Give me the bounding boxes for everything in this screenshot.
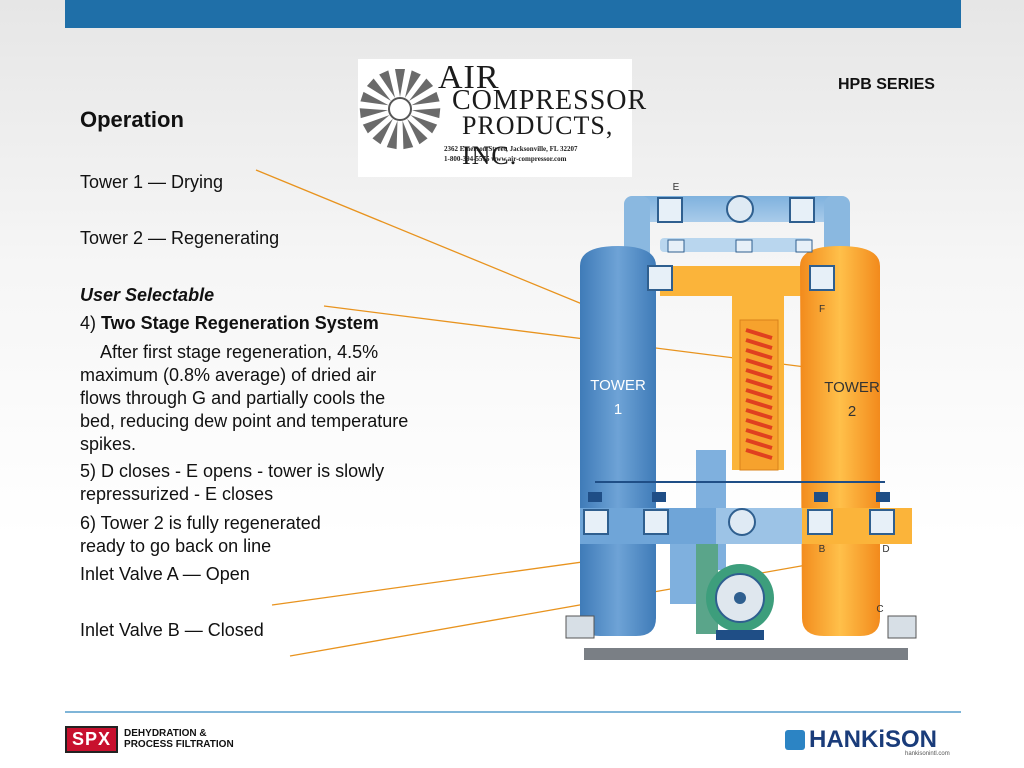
footer-divider [65,711,961,713]
valve-d [869,509,895,535]
valve-small-1 [667,239,685,253]
skid-base [584,648,908,660]
flow-rotor-top [726,195,754,223]
spx-tagline-1: DEHYDRATION & [124,728,207,739]
tower1-label-line2: 1 [614,401,622,418]
valve-e-top-left [657,197,683,223]
tower2-label-line1: TOWER [824,379,880,396]
inlet-valve-a-status: Inlet Valve A — Open [80,564,250,584]
logo-contact: 1-800-394-5575 www.air-compressor.com [444,155,567,163]
valve-a-label: A [657,544,664,555]
tower-2 [800,246,880,636]
silencer-left [565,615,595,639]
company-logo: AIR COMPRESSOR PRODUCTS, INC. 2362 Emers… [358,59,646,177]
spx-tagline-2: PROCESS FILTRATION [124,739,234,750]
valve-f-label: F [819,304,825,315]
valve-b-label: B [819,544,826,555]
logo-line-air: AIR [438,59,500,96]
logo-line-products: PRODUCTS, INC. [462,111,614,170]
logo-line-compressor: COMPRESSOR [452,85,648,116]
top-accent-bar [65,0,961,28]
step6-line-2: ready to go back on line [80,536,272,556]
step4-title: Two Stage Regeneration System [101,313,379,333]
series-label: HPB SERIES [838,76,935,93]
heater-coil [745,328,773,460]
valve-small-3 [795,239,813,253]
valve-bottom-1 [583,509,609,535]
valve-small-2 [735,239,753,253]
valve-c-label: C [876,604,883,615]
step6-line-1: 6) Tower 2 is fully regenerated [80,513,321,533]
blue-drop-pipe [670,544,696,604]
blower-base [716,630,764,640]
tower1-label-line1: TOWER [590,377,646,394]
step4-desc-3: flows through G and partially cools the [80,388,386,408]
hankison-name: HANKiSON [809,726,938,753]
user-selectable-heading: User Selectable [80,285,215,305]
section-title: Operation [80,107,184,132]
valve-f [809,265,835,291]
hankison-url: hankisonintl.com [905,751,950,757]
dryer-process-diagram: TOWER 1 TOWER 2 E F A B D C [565,182,917,660]
step4-heading: 4) Two Stage Regeneration System [80,312,379,335]
valve-d-label: D [882,544,889,555]
hankison-mark-icon [785,730,805,750]
step4-desc-2: maximum (0.8% average) of dried air [80,365,377,385]
inlet-valve-b-status: Inlet Valve B — Closed [80,620,264,640]
step4-desc-4: bed, reducing dew point and temperature [80,411,409,431]
step4-desc-5: spikes. [80,434,137,454]
tower-1 [580,246,656,636]
spx-logo: SPX DEHYDRATION & PROCESS FILTRATION [65,725,234,753]
valve-e-label: E [673,182,680,193]
step5-line-1: 5) D closes - E opens - tower is slowly [80,461,385,481]
valve-b [807,509,833,535]
fan-icon [359,69,441,150]
step5-line-2: repressurized - E closes [80,484,274,504]
spx-tagline: DEHYDRATION & PROCESS FILTRATION [124,728,234,750]
step4-desc-1: After first stage regeneration, 4.5% [100,342,379,362]
valve-mid-left [647,265,673,291]
flow-rotor-bottom [728,508,756,536]
valve-top-right [789,197,815,223]
step4-number: 4) [80,313,102,333]
logo-address: 2362 Emerson Street, Jacksonville, FL 32… [444,145,578,153]
tower1-status: Tower 1 — Drying [80,172,224,192]
valve-a [643,509,669,535]
silencer-right [887,615,917,639]
spx-mark: SPX [65,725,119,753]
tower2-label-line2: 2 [848,403,856,420]
tower2-status: Tower 2 — Regenerating [80,228,280,248]
